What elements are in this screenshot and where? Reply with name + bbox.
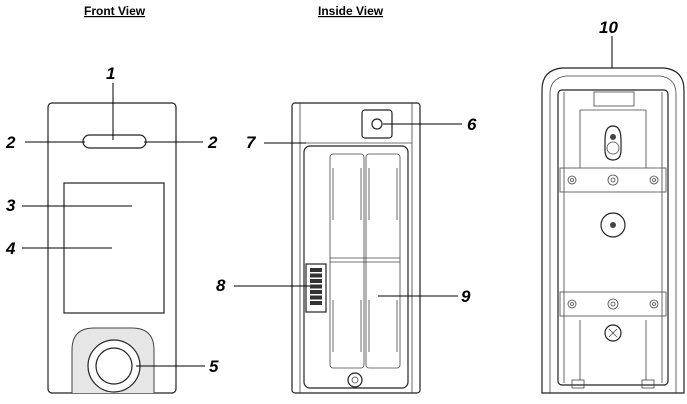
dip-switch-icon	[305, 263, 327, 313]
button-inner-ring	[95, 347, 133, 385]
inside-view-title: Inside View	[318, 4, 384, 18]
tamper-button	[371, 118, 383, 130]
callout-4: 4	[5, 239, 16, 258]
front-view-title: Front View	[84, 4, 146, 18]
callout-3: 3	[6, 196, 16, 215]
battery-bay-left	[329, 153, 365, 369]
callout-6: 6	[467, 115, 477, 134]
callout-10: 10	[599, 18, 618, 37]
callout-7: 7	[246, 133, 257, 152]
back-plate	[541, 67, 685, 394]
lower-crossbar	[559, 291, 667, 317]
callout-8: 8	[216, 276, 226, 295]
upper-crossbar	[559, 167, 667, 193]
callout-5: 5	[209, 357, 219, 376]
inside-view	[291, 102, 421, 394]
bottom-screw	[347, 372, 363, 388]
callout-2-right: 2	[207, 133, 218, 152]
callout-1: 1	[106, 64, 115, 83]
battery-bay-right	[365, 153, 401, 369]
callout-9: 9	[461, 287, 471, 306]
keyhole-mount-icon	[604, 125, 622, 161]
callout-2-left: 2	[5, 133, 16, 152]
led-slot	[82, 134, 147, 149]
